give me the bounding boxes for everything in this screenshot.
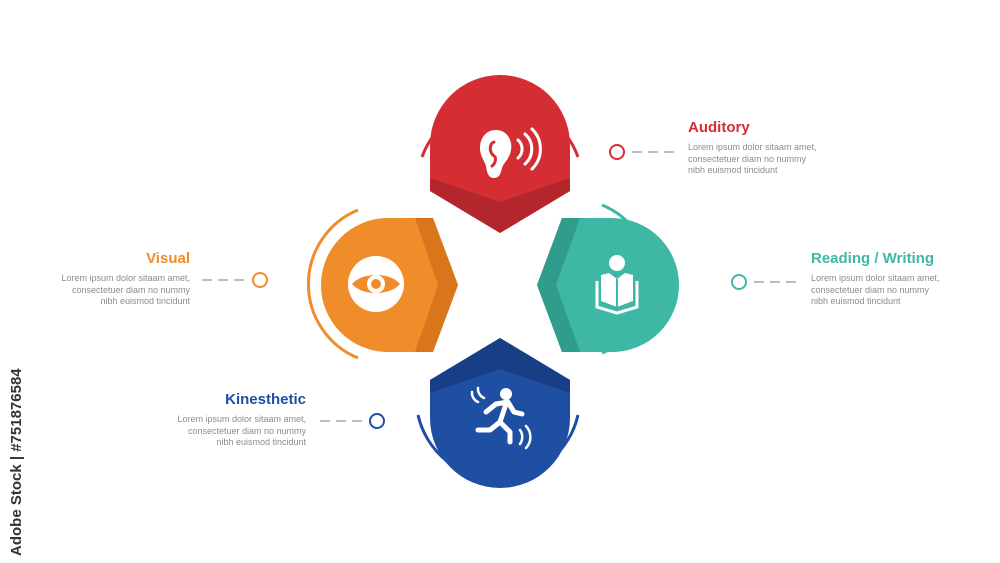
kinesthetic-text: Kinesthetic Lorem ipsum dolor sitaam ame… — [156, 391, 306, 449]
kinesthetic-connector — [320, 413, 385, 429]
reading-title: Reading / Writing — [811, 250, 935, 267]
kinesthetic-desc-line: Lorem ipsum dolor sitaam amet, — [177, 414, 306, 424]
auditory-text: Auditory Lorem ipsum dolor sitaam amet, … — [688, 119, 888, 177]
auditory-description: Lorem ipsum dolor sitaam amet, consectet… — [688, 142, 888, 177]
visual-description: Lorem ipsum dolor sitaam amet, consectet… — [40, 273, 190, 308]
running-person-icon — [470, 386, 532, 450]
kinesthetic-description: Lorem ipsum dolor sitaam amet, consectet… — [156, 414, 306, 449]
auditory-desc-line: consectetuer diam no nummy — [688, 153, 807, 164]
kinesthetic-desc-line: consectetuer diam no nummy — [187, 425, 306, 436]
visual-desc-line: nibh euismod tincidunt — [100, 296, 190, 306]
stock-id-label: Adobe Stock | #751876584 — [4, 330, 34, 560]
auditory-desc-line: nibh euismod tincidunt — [688, 165, 778, 175]
reading-desc-line: Lorem ipsum dolor sitaam amet, — [811, 273, 940, 283]
reading-description: Lorem ipsum dolor sitaam amet, consectet… — [811, 273, 991, 308]
stock-id-text: Adobe Stock | #751876584 — [8, 368, 25, 556]
reading-desc-line: nibh euismod tincidunt — [811, 296, 901, 306]
eye-icon — [348, 256, 404, 312]
auditory-connector — [609, 144, 676, 160]
auditory-title: Auditory — [688, 119, 750, 136]
visual-desc-line: consectetuer diam no nummy — [71, 284, 190, 295]
kinesthetic-shape — [430, 338, 570, 488]
visual-title: Visual — [146, 250, 190, 267]
reader-icon — [595, 255, 639, 315]
visual-arc — [306, 208, 359, 360]
visual-desc-line: Lorem ipsum dolor sitaam amet, — [61, 273, 190, 283]
visual-connector — [202, 272, 268, 288]
kinesthetic-desc-line: nibh euismod tincidunt — [216, 437, 306, 447]
reading-connector — [731, 274, 798, 290]
reading-text: Reading / Writing Lorem ipsum dolor sita… — [811, 250, 991, 308]
reading-desc-line: consectetuer diam no nummy — [811, 284, 930, 295]
auditory-desc-line: Lorem ipsum dolor sitaam amet, — [688, 142, 817, 152]
visual-text: Visual Lorem ipsum dolor sitaam amet, co… — [40, 250, 190, 308]
kinesthetic-title: Kinesthetic — [225, 391, 306, 408]
ear-icon — [480, 127, 542, 178]
